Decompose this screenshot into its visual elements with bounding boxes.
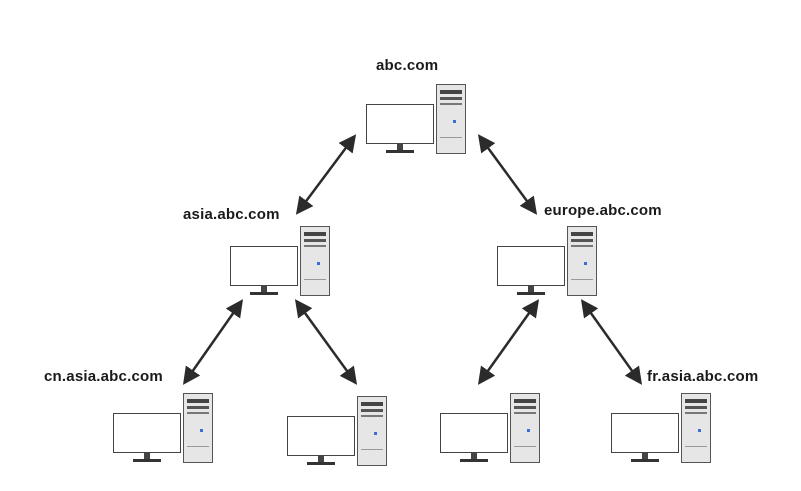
computer-icon-cn [113,393,213,469]
node-label-cn: cn.asia.abc.com [44,368,163,385]
computer-icon-root [366,84,466,160]
node-label-europe: europe.abc.com [544,202,662,219]
edge-root-asia [295,134,357,215]
computer-icon-fr [611,393,711,469]
computer-icon-europe-child1 [440,393,540,469]
computer-icon-asia-child2 [287,396,387,472]
edge-root-europe [477,134,538,215]
edge-europe-fr [580,299,643,385]
edge-asia-cn [182,299,244,385]
edge-asia-child2 [294,299,358,385]
computer-icon-asia [230,226,330,302]
edge-europe-child1 [477,299,540,385]
node-label-root: abc.com [376,57,439,74]
computer-icon-europe [497,226,597,302]
node-label-fr: fr.asia.abc.com [647,368,759,385]
node-label-asia: asia.abc.com [183,206,280,223]
